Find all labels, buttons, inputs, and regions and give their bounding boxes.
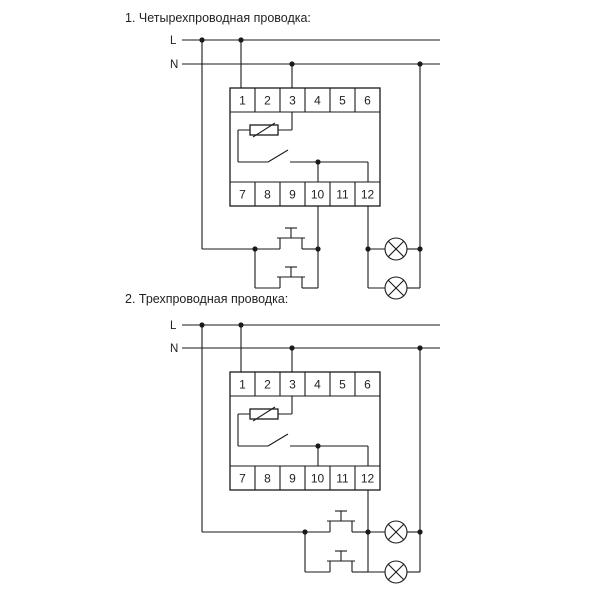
terminal-6: 6 xyxy=(364,378,371,392)
terminal-3: 3 xyxy=(289,378,296,392)
terminal-4: 4 xyxy=(314,94,321,108)
terminal-9: 9 xyxy=(289,188,296,202)
terminal-labels-top: 1 2 3 4 5 6 xyxy=(239,378,371,392)
relay-internal-circuit xyxy=(237,396,369,466)
terminal-labels-bottom: 7 8 9 10 11 12 xyxy=(239,188,374,202)
terminal-10: 10 xyxy=(311,472,325,486)
lamp-2 xyxy=(384,276,408,300)
section1-title: 1. Четырехпроводная проводка: xyxy=(125,11,311,25)
line-n-label: N xyxy=(170,59,178,71)
relay-module: 1 2 3 4 5 6 7 8 9 10 11 12 xyxy=(229,371,381,491)
lamp-2 xyxy=(384,560,408,584)
push-button-1 xyxy=(327,510,355,532)
relay-contact xyxy=(267,149,289,163)
terminal-8: 8 xyxy=(264,472,271,486)
junction-dots xyxy=(199,322,423,535)
relay-contact xyxy=(267,433,289,447)
terminal-12: 12 xyxy=(361,188,375,202)
terminal-5: 5 xyxy=(339,94,346,108)
terminal-6: 6 xyxy=(364,94,371,108)
push-button-1 xyxy=(277,227,305,249)
terminal-11: 11 xyxy=(336,472,349,486)
lamp-1 xyxy=(384,520,408,544)
terminal-10: 10 xyxy=(311,188,325,202)
terminal-2: 2 xyxy=(264,378,271,392)
terminal-3: 3 xyxy=(289,94,296,108)
terminal-8: 8 xyxy=(264,188,271,202)
terminal-4: 4 xyxy=(314,378,321,392)
line-l-label: L xyxy=(170,320,177,332)
relay-module: 1 2 3 4 5 6 7 8 9 10 11 12 xyxy=(229,87,381,207)
push-button-2 xyxy=(277,266,305,288)
section2-title: 2. Трехпроводная проводка: xyxy=(125,292,288,306)
line-n-label: N xyxy=(170,343,178,355)
lamp-1 xyxy=(384,237,408,261)
external-wiring xyxy=(201,325,421,573)
terminal-7: 7 xyxy=(239,472,246,486)
terminal-1: 1 xyxy=(239,378,246,392)
terminal-11: 11 xyxy=(336,188,349,202)
section-three-wire: 2. Трехпроводная проводка: L N 1 xyxy=(125,292,440,584)
terminal-1: 1 xyxy=(239,94,246,108)
relay-internal-circuit xyxy=(237,112,369,182)
terminal-2: 2 xyxy=(264,94,271,108)
terminal-7: 7 xyxy=(239,188,246,202)
terminal-12: 12 xyxy=(361,472,375,486)
push-button-2 xyxy=(327,550,355,572)
line-l-label: L xyxy=(170,35,177,47)
junction-dots xyxy=(199,37,423,252)
terminal-labels-bottom: 7 8 9 10 11 12 xyxy=(239,472,374,486)
terminal-5: 5 xyxy=(339,378,346,392)
terminal-labels-top: 1 2 3 4 5 6 xyxy=(239,94,371,108)
section-four-wire: 1. Четырехпроводная проводка: L N xyxy=(125,11,440,300)
terminal-9: 9 xyxy=(289,472,296,486)
